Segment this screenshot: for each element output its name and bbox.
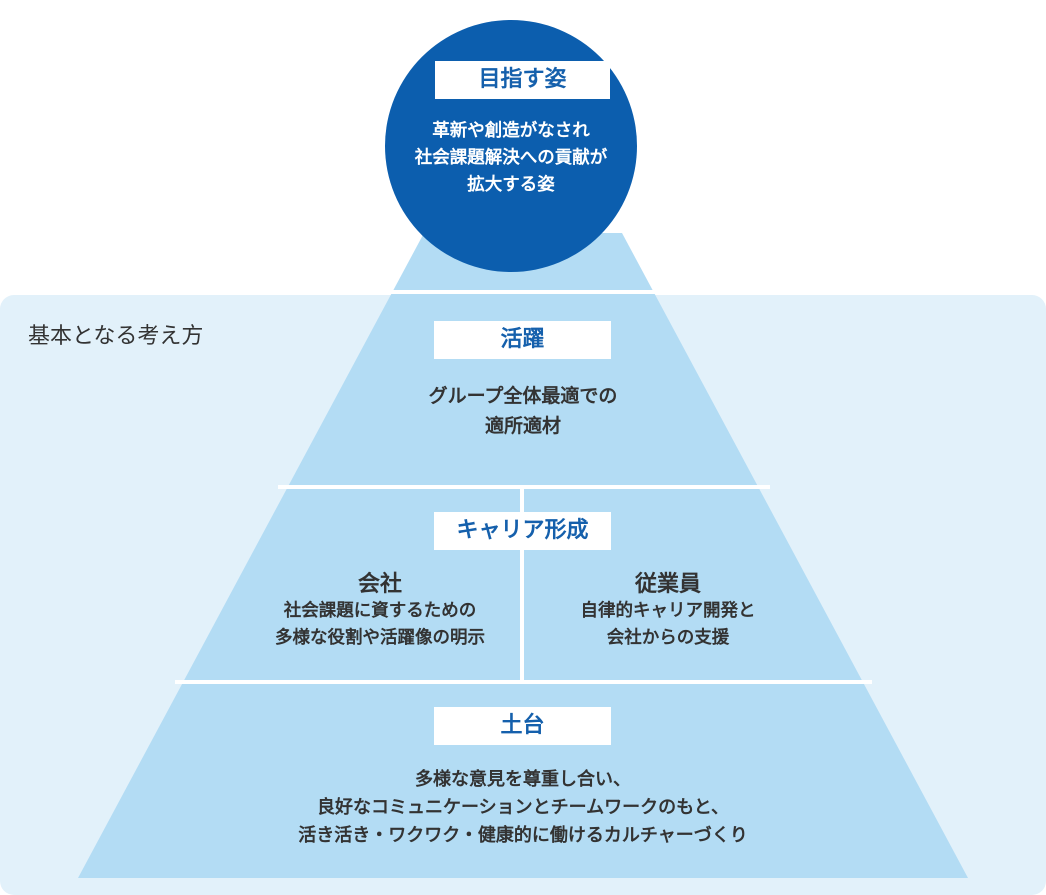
activity-line: 適所適材 [484,415,561,437]
employee-line: 会社からの支援 [606,628,730,648]
employee-line: 自律的キャリア開発と [580,601,756,621]
goal-description: 革新や創造がなされ 社会課題解決への貢献が 拡大する姿 [395,118,627,199]
foundation-description: 多様な意見を尊重し合い、 良好なコミュニケーションとチームワークのもと、 活き活… [200,766,846,850]
foundation-line: 活き活き・ワクワク・健康的に働けるカルチャーづくり [298,825,748,846]
company-heading: 会社 [357,572,402,597]
foundation-line: 多様な意見を尊重し合い、 [415,769,631,790]
foundation-line: 良好なコミュニケーションとチームワークのもと、 [316,797,730,818]
panel-label: 基本となる考え方 [28,324,204,349]
employee-description: 自律的キャリア開発と 会社からの支援 [518,598,818,652]
foundation-title: 土台 [434,707,611,745]
activity-description: グループ全体最適での 適所適材 [330,381,716,441]
goal-line: 革新や創造がなされ [432,121,590,141]
activity-title: 活躍 [434,321,611,359]
company-line: 多様な役割や活躍像の明示 [275,628,485,648]
goal-line: 拡大する姿 [467,175,555,195]
career-title: キャリア形成 [434,512,611,550]
activity-line: グループ全体最適での [428,385,618,407]
company-line: 社会課題に資するための [283,601,477,621]
company-description: 社会課題に資するための 多様な役割や活躍像の明示 [230,598,530,652]
goal-line: 社会課題解決への貢献が [414,148,608,168]
employee-heading: 従業員 [634,572,701,597]
goal-title: 目指す姿 [435,61,610,99]
